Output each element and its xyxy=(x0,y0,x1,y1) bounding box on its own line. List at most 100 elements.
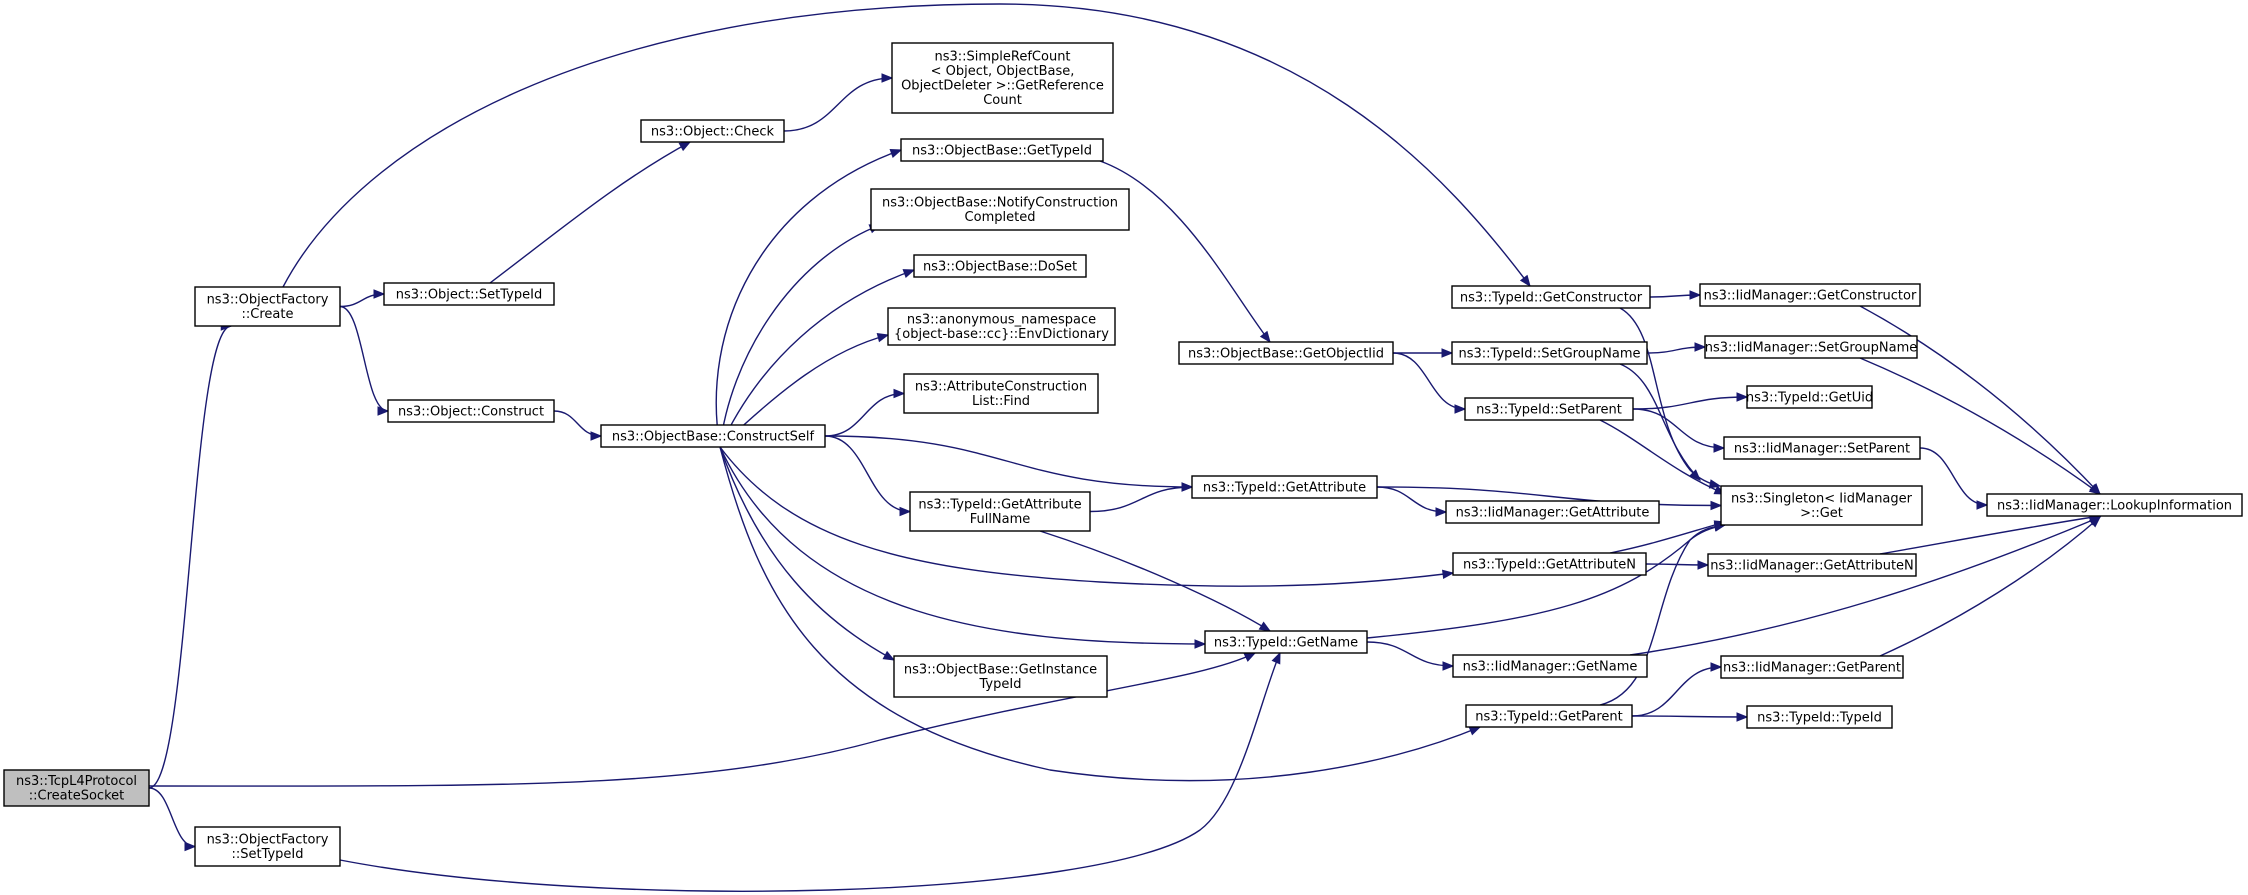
node-ob-doset[interactable]: ns3::ObjectBase::DoSet xyxy=(913,254,1087,278)
node-box xyxy=(1707,553,1917,577)
node-obj-construct[interactable]: ns3::Object::Construct xyxy=(387,399,555,423)
node-label-line: ns3::Object::Construct xyxy=(398,404,544,419)
node-label-line: ns3::ObjectBase::DoSet xyxy=(923,259,1077,274)
edge-tid_getparent-to-iid_getparent xyxy=(1631,662,1723,717)
node-label-line: ns3::IidManager::GetAttributeN xyxy=(1710,558,1914,573)
node-iid-getname[interactable]: ns3::IidManager::GetName xyxy=(1452,654,1648,678)
edge-arrowhead xyxy=(590,431,603,441)
node-label-line: ns3::IidManager::SetParent xyxy=(1734,441,1910,456)
edge-line xyxy=(719,446,1481,782)
node-label-line: ::CreateSocket xyxy=(29,789,124,804)
edge-line xyxy=(824,435,911,513)
node-label-line: ns3::TcpL4Protocol xyxy=(16,774,137,789)
edge-obj_construct-to-ob_constructself xyxy=(553,410,603,441)
node-singleton-get[interactable]: ns3::Singleton< IidManager >::Get xyxy=(1720,485,1923,526)
node-tid-setparent[interactable]: ns3::TypeId::SetParent xyxy=(1464,397,1634,421)
node-label-line: ns3::IidManager::GetName xyxy=(1463,659,1638,674)
edge-tid_setparent-to-iid_setparent xyxy=(1632,408,1726,453)
edge-tid_setparent-to-tid_getuid xyxy=(1632,392,1749,410)
edge-tid_getparent-to-tid_typeid xyxy=(1631,712,1749,722)
edge-line xyxy=(719,446,1454,587)
edge-arrowhead xyxy=(1697,560,1710,570)
edge-arrowhead xyxy=(899,506,912,517)
node-label-line: ns3::IidManager::SetGroupName xyxy=(1705,340,1918,355)
node-tid-setgroupname[interactable]: ns3::TypeId::SetGroupName xyxy=(1451,341,1648,365)
edge-line xyxy=(1599,524,1726,706)
node-box xyxy=(893,655,1108,698)
edge-line xyxy=(1629,516,2101,656)
node-ob-constructself[interactable]: ns3::ObjectBase::ConstructSelf xyxy=(600,424,826,448)
edge-tid_getattributen-to-singleton_get xyxy=(1609,520,1727,554)
node-of-create[interactable]: ns3::ObjectFactory::Create xyxy=(194,286,341,327)
edge-arrowhead xyxy=(876,333,890,343)
node-obj-settypeid[interactable]: ns3::Object::SetTypeId xyxy=(383,282,555,306)
node-ob-notify[interactable]: ns3::ObjectBase::NotifyConstructionCompl… xyxy=(870,188,1130,231)
node-box xyxy=(1464,397,1634,421)
edge-arrowhead xyxy=(1259,330,1271,344)
node-tid-getname[interactable]: ns3::TypeId::GetName xyxy=(1204,630,1368,654)
edge-arrowhead xyxy=(882,650,896,661)
node-label-line: TypeId xyxy=(979,677,1022,692)
node-anon-env[interactable]: ns3::anonymous_namespace{object-base::cc… xyxy=(887,307,1116,346)
edge-tid_getconstructor-to-singleton_get xyxy=(1619,307,1722,489)
node-iid-getparent[interactable]: ns3::IidManager::GetParent xyxy=(1720,655,1904,679)
node-obj-check[interactable]: ns3::Object::Check xyxy=(640,119,785,143)
node-box xyxy=(1465,704,1633,728)
node-ob-gettypeid[interactable]: ns3::ObjectBase::GetTypeId xyxy=(900,138,1104,162)
edge-arrowhead xyxy=(1689,469,1701,481)
node-label-line: ns3::TypeId::GetName xyxy=(1214,635,1358,650)
edge-line xyxy=(1879,516,2101,657)
edge-ob_getobjectiid-to-tid_setparent xyxy=(1392,352,1467,414)
node-box xyxy=(900,138,1104,162)
node-box xyxy=(891,42,1114,114)
edge-line xyxy=(719,446,895,661)
edge-arrowhead xyxy=(1736,392,1749,402)
node-iid-setparent[interactable]: ns3::IidManager::SetParent xyxy=(1723,436,1921,460)
node-tid-getattribute[interactable]: ns3::TypeId::GetAttribute xyxy=(1191,475,1378,499)
node-tid-getparent[interactable]: ns3::TypeId::GetParent xyxy=(1465,704,1633,728)
edge-root-to-of_settypeid xyxy=(148,787,197,852)
edge-arrowhead xyxy=(373,289,386,299)
node-box xyxy=(1720,655,1904,679)
edge-line xyxy=(1631,666,1722,717)
node-tid-getattributen[interactable]: ns3::TypeId::GetAttributeN xyxy=(1452,552,1647,576)
node-tid-getuid[interactable]: ns3::TypeId::GetUid xyxy=(1746,385,1873,409)
node-srefcount[interactable]: ns3::SimpleRefCount< Object, ObjectBase,… xyxy=(891,42,1114,114)
node-ob-getobjectiid[interactable]: ns3::ObjectBase::GetObjectIid xyxy=(1178,341,1394,365)
edge-tid_getattrfull-to-tid_getattribute xyxy=(1089,482,1194,513)
node-box xyxy=(600,424,826,448)
edge-line xyxy=(824,435,1193,488)
node-box xyxy=(870,188,1130,231)
node-tid-typeid[interactable]: ns3::TypeId::TypeId xyxy=(1746,705,1893,729)
node-iid-getattribute[interactable]: ns3::IidManager::GetAttribute xyxy=(1445,500,1660,524)
node-of-settypeid[interactable]: ns3::ObjectFactory::SetTypeId xyxy=(194,826,341,867)
edge-line xyxy=(719,446,1206,645)
node-tid-getconstructor[interactable]: ns3::TypeId::GetConstructor xyxy=(1451,285,1651,309)
node-label-line: ns3::ObjectFactory xyxy=(207,833,329,848)
node-box xyxy=(1986,493,2243,517)
node-box xyxy=(1452,552,1647,576)
node-iid-getattributen[interactable]: ns3::IidManager::GetAttributeN xyxy=(1707,553,1917,577)
edge-arrowhead xyxy=(1519,274,1531,288)
node-box xyxy=(913,254,1087,278)
edge-of_create-to-obj_construct xyxy=(339,305,390,416)
node-iid-setgroupname[interactable]: ns3::IidManager::SetGroupName xyxy=(1704,335,1918,359)
node-iid-getconstructor[interactable]: ns3::IidManager::GetConstructor xyxy=(1699,283,1921,307)
node-label-line: ns3::TypeId::SetParent xyxy=(1476,402,1622,417)
edge-line xyxy=(1859,305,2101,495)
nodes-layer: ns3::TcpL4Protocol::CreateSocketns3::Obj… xyxy=(3,42,2243,867)
edge-ob_constructself-to-acl_find xyxy=(824,388,906,437)
node-root[interactable]: ns3::TcpL4Protocol::CreateSocket xyxy=(3,769,150,807)
edge-line xyxy=(1859,357,2101,495)
edge-arrowhead xyxy=(889,149,903,158)
node-box xyxy=(909,491,1091,532)
edge-arrowhead xyxy=(1243,652,1257,662)
node-label-line: ns3::TypeId::GetAttribute xyxy=(918,498,1081,513)
node-label-line: ns3::TypeId::GetParent xyxy=(1475,709,1623,724)
node-box xyxy=(1746,385,1873,409)
node-iid-lookup[interactable]: ns3::IidManager::LookupInformation xyxy=(1986,493,2243,517)
edge-tid_getattrfull-to-tid_getname xyxy=(1039,530,1272,632)
